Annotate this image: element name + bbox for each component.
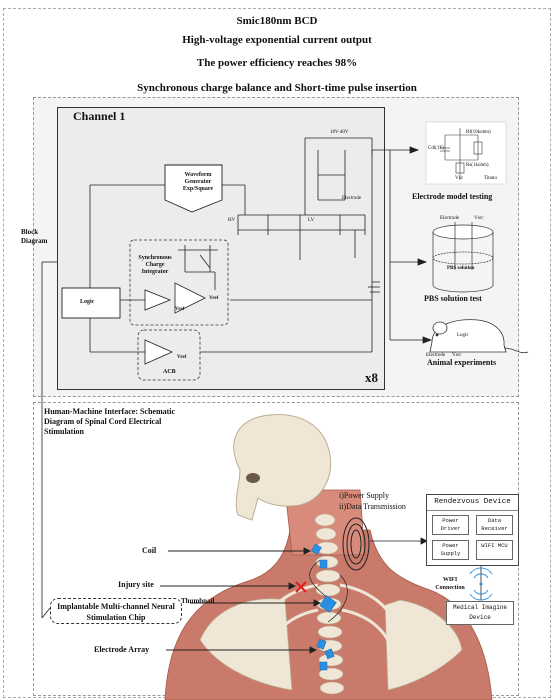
mouse-electrode-label: Electrode: [426, 353, 446, 358]
animal-experiments: Animal experiments: [427, 358, 497, 367]
pbs-solution-test: PBS solution test: [424, 294, 482, 303]
data-receiver-label: Data Receiver: [481, 517, 508, 532]
header-line-2: High-voltage exponential current output: [182, 34, 372, 46]
wifi-connection-label: WIFI Connection: [435, 577, 465, 591]
hv-label: HV: [228, 218, 236, 223]
coil-label: Coil: [142, 546, 157, 555]
header-line-1: Smic180nm BCD: [236, 15, 318, 27]
medical-device-label: Medical Imagine Device: [452, 604, 507, 621]
cdl-label: Cdl(1F): [428, 146, 444, 151]
wifi-mcu-box: WIFI MCU: [476, 540, 513, 560]
supply-label: 18V-40V: [330, 130, 349, 135]
logic-label: Logic: [80, 299, 95, 305]
data-transmission-label: ii)Data Transmission: [339, 502, 406, 511]
rendezvous-title: Rendezvous Device: [434, 498, 511, 506]
medical-device-box: Medical Imagine Device: [446, 601, 514, 625]
header-line-3: The power efficiency reaches 98%: [196, 57, 358, 69]
pbs-electrode-label: Electrode: [440, 216, 460, 221]
vref-label-3: Vref: [177, 355, 187, 360]
channel-box: [57, 107, 385, 390]
electrode-array-label: Electrode Array: [94, 645, 150, 654]
rf-label: Rf(10kohm): [466, 130, 491, 135]
pbs-vsrc-label: Vsrc: [474, 216, 484, 221]
rs-label: Rs(1kohm): [466, 163, 489, 168]
block-diagram-label: Block Diagram: [21, 228, 48, 245]
chip-label-box: Implantable Multi-channel Neural Stimula…: [50, 598, 182, 624]
rendezvous-device: Rendezvous Device Power Driver Data Rece…: [426, 494, 519, 566]
power-supply-label: i)Power Supply: [339, 491, 389, 500]
wifi-mcu-label: WIFI MCU: [481, 542, 508, 549]
titanium-label: Titanu: [484, 176, 497, 181]
mouse-logic-label: Logic: [457, 333, 469, 338]
power-driver-label: Power Driver: [440, 517, 461, 532]
power-supply-box-label: Power Supply: [440, 542, 461, 557]
channel-title: Channel 1: [73, 109, 126, 123]
acb-label: ACB: [163, 369, 176, 375]
electrode-node-label: Electrode: [342, 196, 362, 201]
power-supply-box: Power Supply: [432, 540, 469, 560]
mouse-vsrc-label: Vsrc: [452, 353, 462, 358]
sync-integrator-label: Synchronous Charge Integrator: [138, 255, 172, 275]
thumbnail-label: Thumbnail: [181, 597, 215, 605]
header-line-4: Synchronous charge balance and Short-tim…: [137, 82, 417, 94]
chip-label: Implantable Multi-channel Neural Stimula…: [57, 602, 175, 622]
vref-label-2: Vref: [175, 307, 185, 312]
channel-multiplier: x8: [365, 370, 378, 385]
pbs-solution-label: PBS solution: [447, 266, 475, 271]
lv-label: LV: [308, 218, 315, 223]
injury-site-label: Injury site: [118, 580, 154, 589]
vcc-label: Vcc: [455, 176, 464, 181]
data-receiver-box: Data Receiver: [476, 515, 513, 535]
hmi-title: Human-Machine Interface: Schematic Diagr…: [44, 407, 176, 436]
power-driver-box: Power Driver: [432, 515, 469, 535]
waveform-generator-label: Waveform Generator Exp/Square: [182, 172, 214, 192]
vref-label-1: Vref: [209, 296, 219, 301]
electrode-model-testing: Electrode model testing: [412, 192, 493, 201]
